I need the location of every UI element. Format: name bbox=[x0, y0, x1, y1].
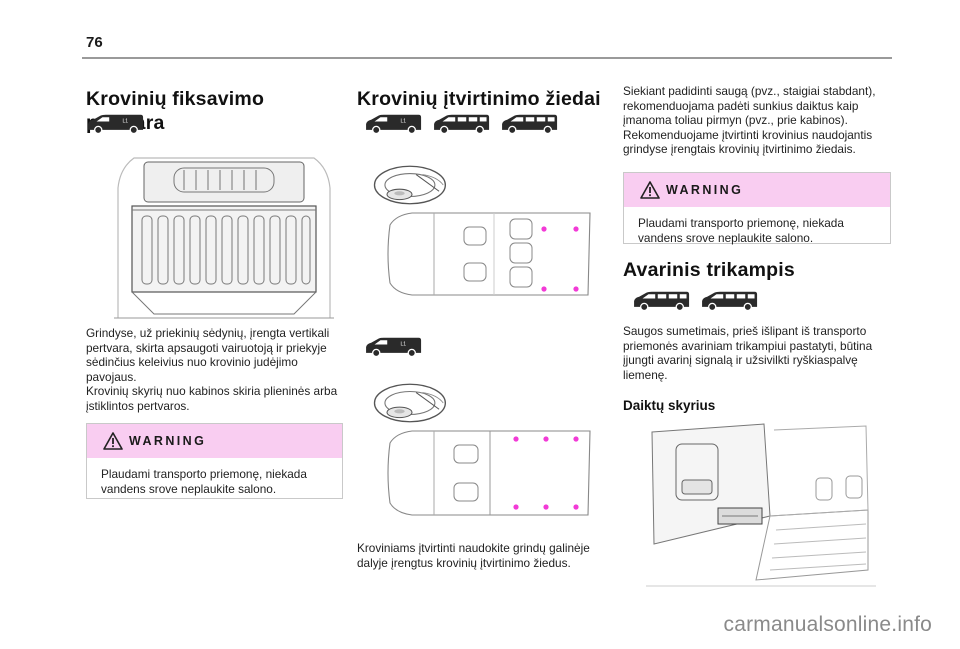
warning-header: WARNING bbox=[624, 173, 890, 207]
section-title-storage: Daiktų skyrius bbox=[623, 398, 716, 413]
paragraph: Krovinių skyrių nuo kabinos skiria plien… bbox=[86, 384, 338, 413]
van-window-icon bbox=[432, 113, 492, 135]
floor-plan-short-illustration bbox=[387, 212, 591, 296]
van-window-icon bbox=[500, 113, 560, 135]
warning-header: WARNING bbox=[87, 424, 342, 458]
lashing-ring-icon bbox=[368, 160, 456, 210]
section-title-warning-triangle: Avarinis trikampis bbox=[623, 259, 795, 281]
warning-title: WARNING bbox=[129, 434, 207, 448]
left-body-text: Grindyse, už priekinių sėdynių, įrengta … bbox=[86, 326, 346, 414]
van-window-icon bbox=[632, 290, 692, 312]
van-short-icon bbox=[364, 336, 424, 358]
warning-text: Plaudami transporto priemonę, niekada va… bbox=[101, 467, 307, 496]
warning-text: Plaudami transporto priemonę, niekada va… bbox=[638, 216, 844, 245]
cargo-partition-illustration bbox=[114, 157, 334, 319]
warning-box: WARNING Plaudami transporto priemonę, ni… bbox=[86, 423, 343, 499]
paragraph: Grindyse, už priekinių sėdynių, įrengta … bbox=[86, 326, 330, 384]
warning-box: WARNING Plaudami transporto priemonę, ni… bbox=[623, 172, 891, 245]
van-window-icon bbox=[700, 290, 760, 312]
lashing-ring-icon bbox=[368, 378, 456, 428]
warning-title: WARNING bbox=[666, 183, 744, 197]
right-intro-text: Siekiant padidinti saugą (pvz., staigiai… bbox=[623, 84, 876, 157]
watermark: carmanualsonline.info bbox=[723, 613, 932, 636]
storage-compartment-illustration bbox=[646, 423, 876, 587]
van-short-icon bbox=[86, 113, 146, 135]
van-short-icon bbox=[364, 113, 424, 135]
floor-plan-long-illustration bbox=[387, 430, 591, 516]
header-rule bbox=[82, 57, 892, 59]
lashing-rings-caption: Kroviniams įtvirtinti naudokite grindų g… bbox=[357, 541, 590, 570]
warning-triangle-icon bbox=[103, 432, 123, 450]
warning-triangle-icon bbox=[640, 181, 660, 199]
warning-triangle-text: Saugos sumetimais, prieš išlipant iš tra… bbox=[623, 324, 873, 382]
page-number: 76 bbox=[86, 34, 103, 51]
section-title-lashing-rings: Krovinių įtvirtinimo žiedai bbox=[357, 88, 601, 110]
